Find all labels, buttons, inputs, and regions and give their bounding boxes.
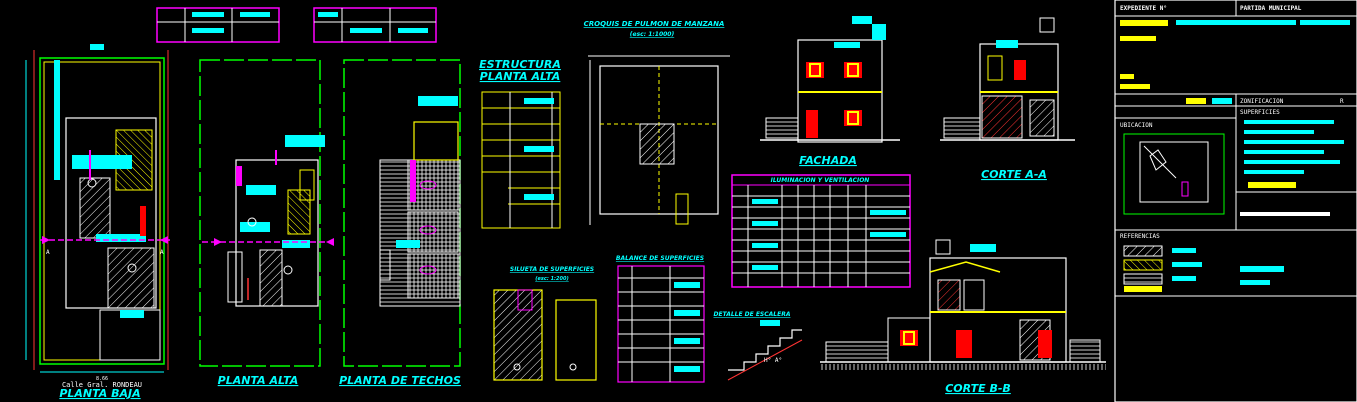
plan-table-left [156, 7, 280, 43]
balance-table [617, 265, 705, 383]
tb-zone-value: R [1340, 98, 1344, 105]
title-corte-aa: CORTE A-A [981, 168, 1047, 181]
section-mark-a-left: A [46, 249, 50, 256]
planta-baja-street-dim: 8.66 [96, 376, 108, 382]
planta-baja-street-label: Calle Gral. RONDEAU [62, 381, 142, 389]
croquis-scale: (esc: 1:1000) [630, 31, 675, 38]
estructura-view [481, 91, 561, 229]
title-iluminacion: ILUMINACION Y VENTILACION [771, 177, 870, 184]
tb-zonificacion: ZONIFICACION [1240, 98, 1284, 105]
title-planta-baja: PLANTA BAJA [59, 387, 140, 400]
title-block [1114, 0, 1357, 402]
silueta-view [493, 289, 597, 381]
title-estructura-1: ESTRUCTURA [479, 58, 561, 71]
title-planta-techos: PLANTA DE TECHOS [339, 374, 461, 387]
planta-techos-view [343, 59, 461, 367]
plan-table-right [313, 7, 437, 43]
escalera-material: H° A° [764, 357, 782, 364]
title-corte-bb: CORTE B-B [945, 382, 1011, 395]
title-fachada: FACHADA [799, 154, 857, 167]
title-croquis: CROQUIS DE PULMON DE MANZANA [584, 20, 725, 28]
silueta-scale: (esc: 1:200) [535, 276, 569, 282]
section-mark-a-right: A [160, 249, 164, 256]
title-detalle: DETALLE DE ESCALERA [713, 311, 790, 318]
escalera-view [727, 320, 803, 381]
planta-alta-view [199, 59, 336, 367]
title-estructura-2: PLANTA ALTA [480, 70, 561, 83]
iluminacion-table [731, 174, 911, 288]
planta-baja-view [25, 44, 170, 373]
tb-expediente: EXPEDIENTE N° [1120, 5, 1167, 12]
title-silueta: SILUETA DE SUPERFICIES [510, 266, 594, 273]
title-balance: BALANCE DE SUPERFICIES [616, 255, 704, 262]
title-planta-alta: PLANTA ALTA [218, 374, 299, 387]
tb-superficies: SUPERFICIES [1240, 109, 1280, 116]
tb-partida: PARTIDA MUNICIPAL [1240, 5, 1302, 12]
corte-aa-view [940, 17, 1075, 141]
corte-bb-view [820, 239, 1106, 370]
fachada-view [760, 16, 900, 143]
tb-referencias: REFERENCIAS [1120, 233, 1160, 240]
tb-ubicacion: UBICACION [1120, 122, 1153, 129]
croquis-view [588, 55, 730, 225]
